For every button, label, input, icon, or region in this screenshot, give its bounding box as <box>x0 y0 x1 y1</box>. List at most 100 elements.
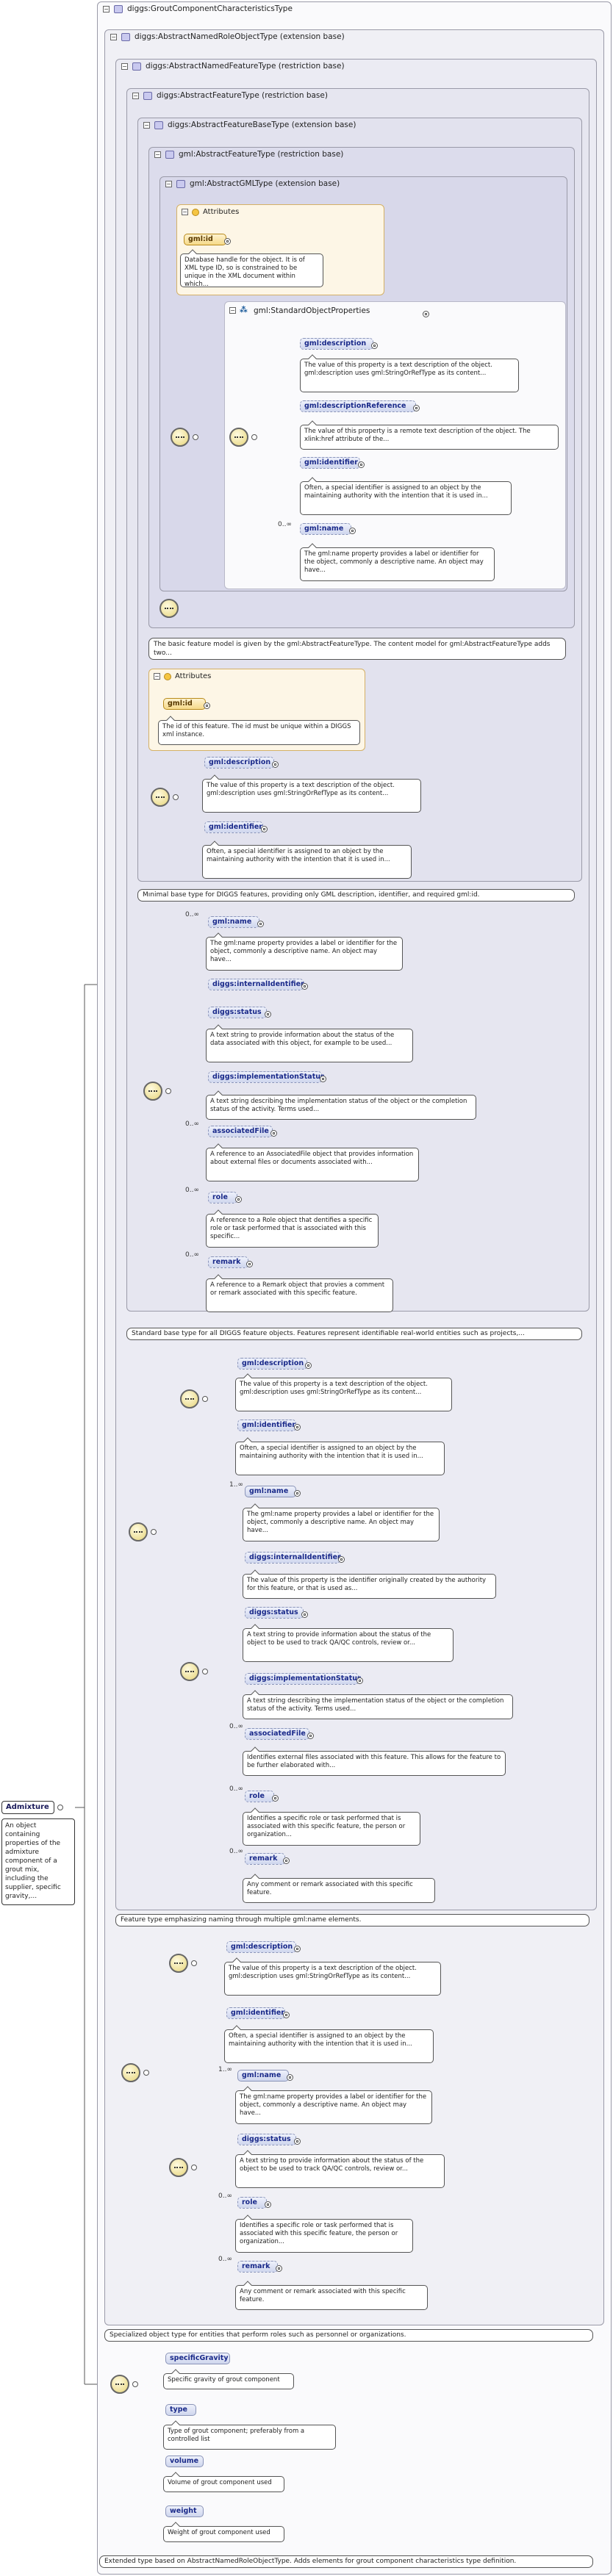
gml-description-element[interactable]: gml:description <box>204 757 274 769</box>
gml-identifier-element[interactable]: gml:identifier <box>226 2007 285 2019</box>
expand-icon[interactable] <box>294 1490 301 1497</box>
gml-identifier-element[interactable]: gml:identifier <box>204 821 263 833</box>
gml-description-element[interactable]: gml:description <box>237 1358 307 1370</box>
diggs-implementation-status-element[interactable]: diggs:implementationStatus <box>245 1673 362 1685</box>
expand-icon[interactable] <box>356 1677 363 1684</box>
collapse-toggle[interactable]: − <box>229 307 236 314</box>
sequence-toggle[interactable] <box>251 434 257 440</box>
weight-element[interactable]: weight <box>165 2505 204 2517</box>
associated-file-element[interactable]: associatedFile <box>208 1126 273 1137</box>
expand-icon[interactable] <box>358 461 365 468</box>
description-note: The value of this property is a text des… <box>202 779 421 813</box>
gml-identifier-element[interactable]: gml:identifier <box>237 1420 296 1431</box>
expand-icon[interactable] <box>283 2012 290 2018</box>
remark-element[interactable]: remark <box>208 1256 248 1268</box>
expand-icon[interactable] <box>283 1857 290 1864</box>
expand-icon[interactable] <box>294 2138 301 2145</box>
gml-description-reference-element[interactable]: gml:descriptionReference <box>300 400 416 412</box>
remark-element[interactable]: remark <box>245 1853 285 1865</box>
expand-icon[interactable] <box>349 528 356 534</box>
expand-icon[interactable] <box>301 983 308 990</box>
collapse-toggle[interactable]: − <box>103 6 110 12</box>
expand-icon[interactable] <box>265 1011 271 1018</box>
sequence-toggle[interactable] <box>165 1088 171 1094</box>
diggs-internal-identifier-element[interactable]: diggs:internalIdentifier <box>245 1552 341 1564</box>
gml-name-element[interactable]: gml:name <box>208 916 259 928</box>
expand-icon[interactable] <box>272 1795 279 1802</box>
sequence-toggle[interactable] <box>193 434 198 440</box>
expand-icon[interactable] <box>307 1733 314 1739</box>
expand-icon[interactable] <box>265 2201 271 2208</box>
role-element[interactable]: role <box>245 1791 274 1802</box>
expand-icon[interactable] <box>204 702 210 709</box>
gml-id-attribute[interactable]: gml:id <box>163 698 206 710</box>
description-note: Specific gravity of grout component <box>163 2373 294 2389</box>
sequence-toggle[interactable] <box>143 2070 149 2076</box>
diggs-implementation-status-element[interactable]: diggs:implementationStatus <box>208 1071 325 1083</box>
multiplicity-label: 0..∞ <box>185 1187 199 1194</box>
expand-icon[interactable] <box>224 238 231 245</box>
expand-icon[interactable] <box>423 311 429 317</box>
collapse-toggle[interactable]: − <box>121 63 128 70</box>
expand-icon[interactable] <box>294 1424 301 1431</box>
root-toggle[interactable] <box>57 1805 63 1810</box>
expand-icon[interactable] <box>246 1261 253 1267</box>
collapse-toggle[interactable]: − <box>143 122 150 129</box>
gml-identifier-element[interactable]: gml:identifier <box>300 457 360 469</box>
sequence-toggle[interactable] <box>191 1960 197 1966</box>
named-feature-type-title: diggs:AbstractNamedFeatureType (restrict… <box>146 62 345 71</box>
sequence-toggle[interactable] <box>132 2381 138 2387</box>
gml-name-element[interactable]: gml:name <box>237 2070 289 2082</box>
expand-icon[interactable] <box>413 405 420 411</box>
expand-icon[interactable] <box>305 1362 312 1369</box>
gml-description-element[interactable]: gml:description <box>226 1941 296 1953</box>
collapse-toggle[interactable]: − <box>110 34 117 40</box>
collapse-toggle[interactable]: − <box>154 673 160 680</box>
collapse-toggle[interactable]: − <box>132 93 139 99</box>
gml-name-element[interactable]: gml:name <box>245 1486 296 1497</box>
sequence-toggle[interactable] <box>191 2165 197 2170</box>
gml-id-attribute[interactable]: gml:id <box>184 234 226 245</box>
sequence-toggle[interactable] <box>173 794 179 800</box>
expand-icon[interactable] <box>276 2265 282 2272</box>
expand-icon[interactable] <box>294 1946 301 1952</box>
specific-gravity-element[interactable]: specificGravity <box>165 2353 230 2364</box>
collapse-toggle[interactable]: − <box>154 151 161 158</box>
root-description: An object containing properties of the a… <box>1 1818 75 1905</box>
gml-name-element[interactable]: gml:name <box>300 523 351 535</box>
expand-icon[interactable] <box>235 1196 242 1203</box>
expand-icon[interactable] <box>257 921 264 927</box>
expand-icon[interactable] <box>287 2074 293 2081</box>
multiplicity-label: 0..∞ <box>229 1785 243 1793</box>
diggs-status-element[interactable]: diggs:status <box>237 2134 296 2145</box>
feature-type-title: diggs:AbstractFeatureType (restriction b… <box>157 91 328 100</box>
expand-icon[interactable] <box>272 761 279 768</box>
sequence-toggle[interactable] <box>202 1396 208 1402</box>
sequence-icon <box>129 1522 148 1541</box>
root-element-admixture[interactable]: Admixture <box>1 1801 54 1814</box>
expand-icon[interactable] <box>301 1611 308 1618</box>
sequence-toggle[interactable] <box>202 1669 208 1674</box>
gml-type-title: gml:AbstractGMLType (extension base) <box>190 179 340 188</box>
multiplicity-label: 1..∞ <box>218 2066 232 2073</box>
diggs-status-element[interactable]: diggs:status <box>208 1007 267 1018</box>
sequence-toggle[interactable] <box>151 1529 157 1535</box>
type-element[interactable]: type <box>165 2404 196 2416</box>
associated-file-element[interactable]: associatedFile <box>245 1728 309 1740</box>
multiplicity-label: 1..∞ <box>229 1481 243 1489</box>
expand-icon[interactable] <box>371 342 378 349</box>
diggs-status-element[interactable]: diggs:status <box>245 1607 304 1619</box>
collapse-toggle[interactable]: − <box>165 181 172 187</box>
diggs-internal-identifier-element[interactable]: diggs:internalIdentifier <box>208 979 304 990</box>
expand-icon[interactable] <box>320 1076 326 1082</box>
description-note: A reference to an AssociatedFile object … <box>206 1148 419 1181</box>
volume-element[interactable]: volume <box>165 2456 204 2467</box>
expand-icon[interactable] <box>338 1556 345 1563</box>
role-element[interactable]: role <box>237 2197 267 2209</box>
collapse-toggle[interactable]: − <box>182 209 188 215</box>
gml-description-element[interactable]: gml:description <box>300 338 373 350</box>
role-element[interactable]: role <box>208 1192 237 1204</box>
expand-icon[interactable] <box>270 1130 277 1137</box>
expand-icon[interactable] <box>261 826 268 832</box>
remark-element[interactable]: remark <box>237 2261 278 2273</box>
